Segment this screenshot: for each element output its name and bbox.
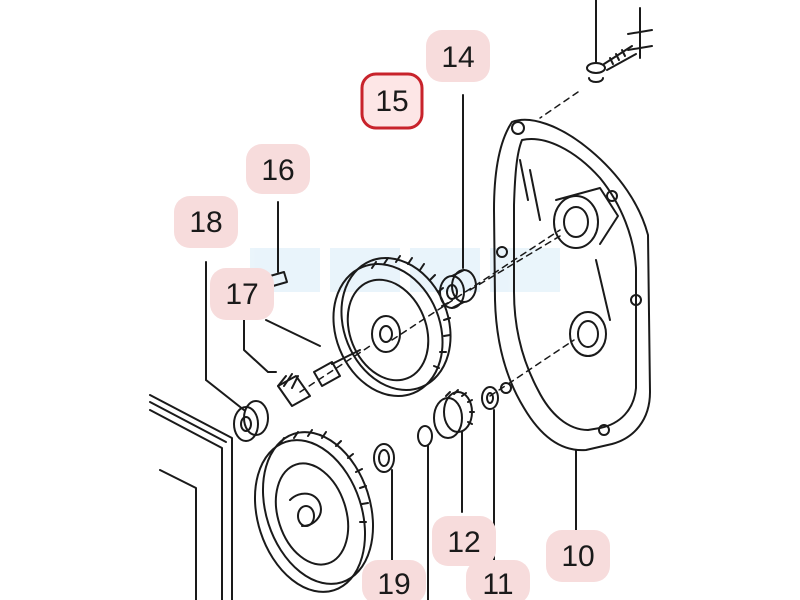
label-text: 12: [447, 526, 480, 559]
small-washer: [417, 425, 433, 600]
label-text: 10: [561, 540, 594, 573]
base-housing: [149, 394, 233, 600]
label-part-14: 14: [426, 30, 490, 82]
small-gear-part-12: [433, 389, 475, 513]
label-part-17: 17: [210, 268, 274, 320]
label-text: 11: [482, 568, 513, 600]
lower-gear: [253, 429, 375, 593]
dashed-assembly-lines: [299, 91, 579, 397]
label-part-11: 11: [466, 560, 530, 600]
gear-cover-plate: [493, 118, 651, 452]
label-text: 18: [189, 206, 222, 239]
part-labels: 14 15 16 18 17 12 10 19: [174, 30, 610, 600]
label-part-15: 15: [360, 72, 424, 130]
label-part-16: 16: [246, 144, 310, 194]
bolt-screw: [586, 0, 653, 83]
label-part-10: 10: [546, 530, 610, 582]
pinion-shaft-part-17: [243, 317, 361, 407]
label-text: 15: [375, 85, 408, 118]
label-part-12: 12: [432, 516, 496, 566]
label-text: 17: [225, 278, 258, 311]
label-text: 14: [441, 41, 474, 74]
label-text: 19: [377, 568, 410, 600]
label-part-19: 19: [362, 560, 426, 600]
bearing-part-14: [439, 94, 477, 309]
washer-part-19: [373, 443, 395, 561]
label-part-18: 18: [174, 196, 238, 248]
bearing-part-18: [205, 261, 269, 442]
label-text: 16: [261, 154, 294, 187]
